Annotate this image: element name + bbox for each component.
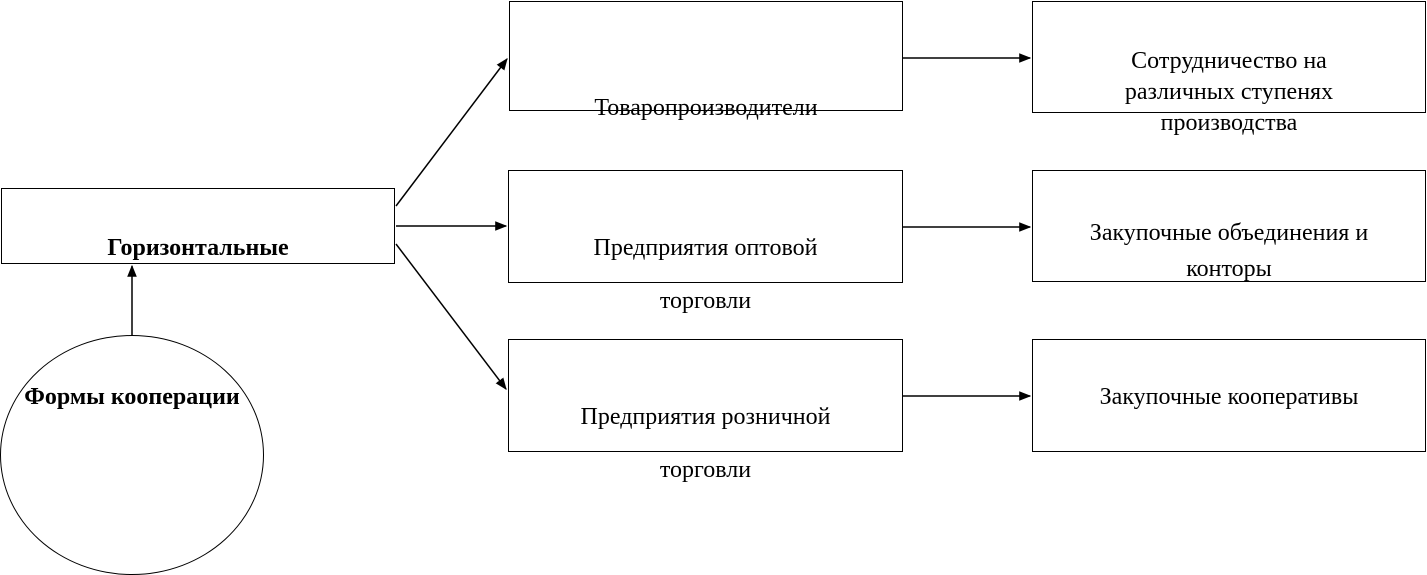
- connector-layer: [127, 53, 1032, 401]
- horizontal-category-box: Горизонтальные: [1, 188, 395, 264]
- retail-label: Предприятия розничной торговли: [580, 404, 831, 483]
- purchasing-cooperatives-label: Закупочные кооперативы: [1099, 384, 1359, 410]
- arrow-category-to-producers: [395, 58, 508, 207]
- producers-box: Товаропроизводители: [509, 1, 903, 121]
- production-cooperation-box: Сотрудничество на различных ступенях про…: [1032, 1, 1426, 136]
- production-cooperation-label: Сотрудничество на различных ступенях про…: [1124, 48, 1334, 136]
- producers-label: Товаропроизводители: [594, 95, 818, 121]
- cooperation-forms-oval: [0, 335, 264, 575]
- purchasing-cooperatives-box: Закупочные кооперативы: [1032, 339, 1426, 452]
- purchasing-associations-label: Закупочные объединения и конторы: [1089, 220, 1369, 282]
- purchasing-associations-box: Закупочные объединения и конторы: [1032, 170, 1426, 282]
- arrow-category-to-retail: [395, 243, 507, 390]
- retail-box: Предприятия розничной торговли: [508, 339, 903, 483]
- cooperation-forms-label: Формы кооперации: [24, 384, 240, 410]
- wholesale-box: Предприятия оптовой торговли: [508, 170, 903, 314]
- wholesale-label: Предприятия оптовой торговли: [593, 235, 818, 314]
- horizontal-category-label: Горизонтальные: [107, 235, 289, 261]
